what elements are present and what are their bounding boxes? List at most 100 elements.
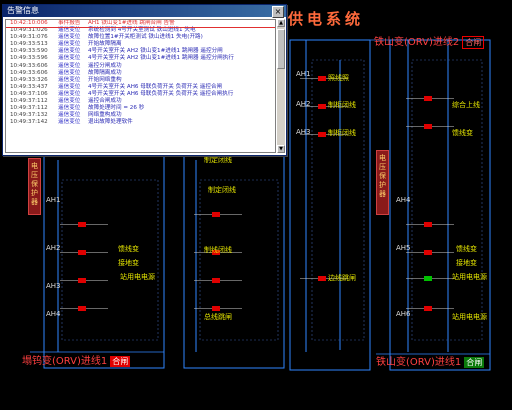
breaker-status-tag[interactable]: 合闸 [462,35,485,49]
line-name: 塌钨变(ORV)进线1 [22,356,108,367]
breaker[interactable] [424,276,432,281]
breaker-id: AH3 [46,282,61,290]
log-message: 开始网络重构 [88,76,122,83]
feeder-label: 馈线变 [452,129,473,137]
breaker[interactable] [424,306,432,311]
log-message: 4号开关室开关 AH6 母联负荷开关 负荷开关 遥控合闸执行 [88,90,234,97]
line-name: 铁山变(ORV)进线2 [374,37,460,48]
log-message: 开始故障隔离 [88,41,122,48]
breaker[interactable] [78,222,86,227]
log-message: 4号开关室开关 AH6 母联负荷开关 负荷开关 遥控合闸 [88,83,223,90]
scroll-up-icon[interactable]: ▲ [277,19,285,27]
feeder-label: 照线照 [328,74,349,82]
breaker[interactable] [318,76,326,81]
feeder-label: 制定闭线 [204,156,232,164]
line-name: 铁山变(ORV)进线1 [376,357,462,368]
log-time: 10:49:33:606 [10,62,48,69]
feeder-label: 边线跳闸 [328,274,356,282]
feeder-label: 站用电电源 [452,273,487,281]
right-bay-frame [289,39,371,371]
log-time: 10:42:10:006 [10,20,48,26]
feeder-label: 制定闭线 [208,186,236,194]
log-message: 系统检测到 4号开关室测试 铁山进线1 失电 [88,27,196,34]
log-kind: 遥信变位 [58,48,81,55]
breaker[interactable] [212,278,220,283]
voltage-protector-right[interactable]: 电压保护器 [376,150,389,215]
log-time: 10:49:33:596 [10,55,48,62]
breaker-id: AH4 [396,196,411,204]
log-time: 10:49:33:513 [10,41,48,48]
breaker-id: AH6 [396,310,411,318]
log-message: 网络重构成功 [88,112,122,119]
feeder-label: 综合上线 [452,101,480,109]
breaker[interactable] [212,212,220,217]
scroll-thumb[interactable] [277,29,285,69]
log-time: 10:49:33:326 [10,76,48,83]
log-time: 10:49:37:106 [10,90,48,97]
feeder-label: 接地变 [456,259,477,267]
breaker[interactable] [424,96,432,101]
log-message: 故障位置1#开关柜测试 铁山进线1 失电(开路) [88,34,203,41]
log-message: 故障隔离成功 [88,69,122,76]
feeder-label: 制线闭线 [204,246,232,254]
breaker[interactable] [78,306,86,311]
feeder-label: 总线跳闸 [204,313,232,321]
breaker-id: AH4 [46,310,61,318]
alarm-log-titlebar[interactable]: 告警信息 × [3,5,286,18]
breaker[interactable] [318,276,326,281]
breaker-id: AH2 [296,100,311,108]
feeder-label: 站用电电源 [120,273,155,281]
voltage-protector-label: 电压保护器 [379,154,386,198]
breaker-status-tag[interactable]: 合闸 [464,356,485,368]
breaker[interactable] [212,306,220,311]
breaker-status-tag[interactable]: 合闸 [110,355,131,367]
breaker[interactable] [424,250,432,255]
log-kind: 遥信变位 [58,98,81,105]
voltage-protector-label: 电压保护器 [31,162,38,206]
log-time: 10:49:31:026 [10,27,48,34]
scroll-down-icon[interactable]: ▼ [277,145,285,153]
feeder-label: 接地变 [118,259,139,267]
breaker[interactable] [424,124,432,129]
log-kind: 遥信变位 [58,76,81,83]
breaker[interactable] [424,222,432,227]
breaker[interactable] [78,278,86,283]
log-kind: 遥信变位 [58,90,81,97]
vertical-scrollbar[interactable]: ▲ ▼ [277,19,285,153]
log-time: 10:49:33:437 [10,83,48,90]
close-button[interactable]: × [272,6,284,18]
log-message: 4号开关室开关 AH2 铁山变1#进线1 跳闸器 遥控分闸 [88,48,223,55]
breaker[interactable] [212,250,220,255]
log-kind: 遥信变位 [58,119,81,126]
log-message: 遥控分闸成功 [88,62,122,69]
breaker[interactable] [318,132,326,137]
log-kind: 遥信变位 [58,55,81,62]
log-row[interactable]: 10:49:33:326 遥信变位开始网络重构 [6,77,275,84]
log-kind: 遥信变位 [58,112,81,119]
log-row[interactable]: 10:49:37:106 遥信变位 4号开关室开关 AH6 母联负荷开关 负荷开关 … [6,91,275,98]
breaker[interactable] [318,104,326,109]
breaker-id: AH5 [396,244,411,252]
breaker[interactable] [78,250,86,255]
voltage-protector-left[interactable]: 电压保护器 [28,158,41,215]
alarm-log-title: 告警信息 [7,6,39,15]
log-time: 10:49:31:076 [10,34,48,41]
